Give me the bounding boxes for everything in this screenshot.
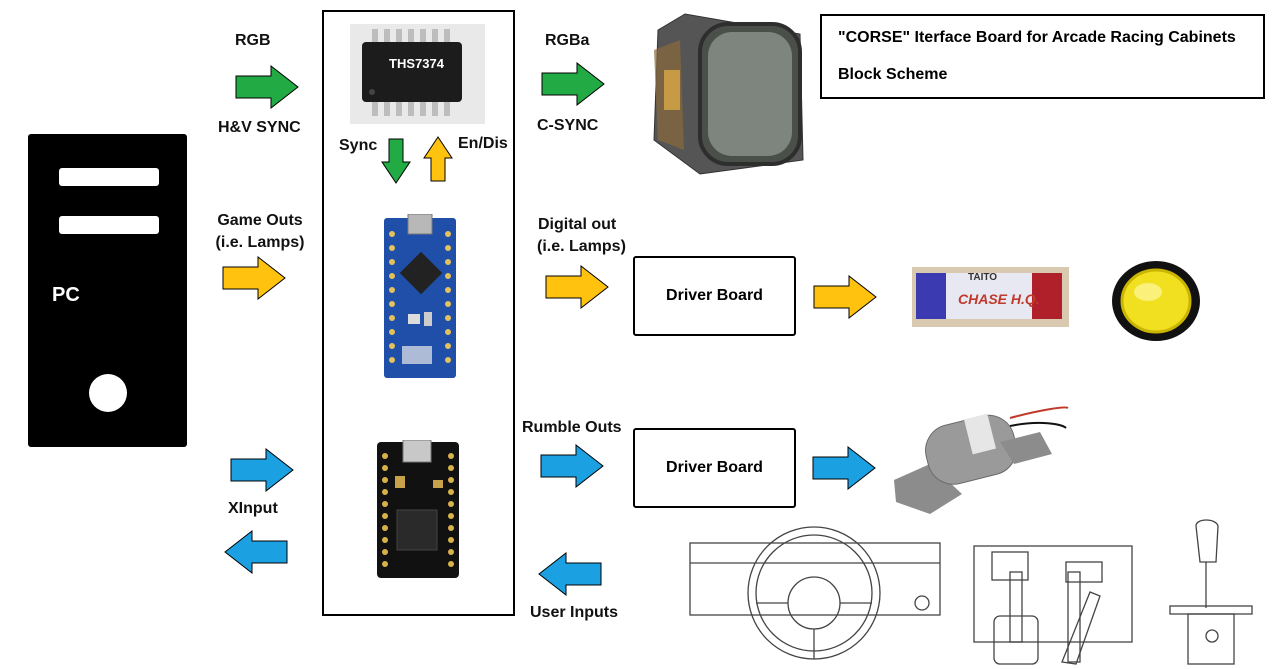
crt-monitor-icon xyxy=(653,13,804,175)
diagram-subtitle: Block Scheme xyxy=(838,66,948,83)
chase-hq-marquee-icon xyxy=(912,267,1069,327)
diagram-title: "CORSE" Iterface Board for Arcade Racing… xyxy=(838,29,1236,46)
xinput-label: XInput xyxy=(228,500,278,517)
arduino-nano-board-icon xyxy=(384,214,456,378)
title-box: "CORSE" Iterface Board for Arcade Racing… xyxy=(820,14,1265,99)
c-sync-label: C-SYNC xyxy=(537,117,599,134)
ths7374-chip-icon xyxy=(350,24,485,124)
rumble-driver-arrow xyxy=(812,446,876,490)
sync-down-arrow xyxy=(381,138,411,184)
marquee-brand: TAITO xyxy=(968,272,998,283)
game-outs-arrow xyxy=(222,256,286,300)
rgb-label: RGB xyxy=(235,32,271,49)
xinput-out-arrow xyxy=(230,448,294,492)
gear-shifter-drawing-icon xyxy=(1169,519,1253,665)
game-outs-sublabel: (i.e. Lamps) xyxy=(215,234,305,251)
xinput-in-arrow xyxy=(224,530,288,574)
digital-out-sublabel: (i.e. Lamps) xyxy=(537,238,626,255)
arcade-button-icon xyxy=(1112,261,1200,341)
user-inputs-arrow xyxy=(538,552,602,596)
drive-bay-1 xyxy=(59,168,159,186)
chip-label: THS7374 xyxy=(389,56,444,71)
rgb-input-arrow xyxy=(235,65,299,109)
pc-label: PC xyxy=(52,284,80,306)
en-dis-label: En/Dis xyxy=(458,135,508,152)
rumble-outs-label: Rumble Outs xyxy=(522,419,622,436)
rumble-outs-arrow xyxy=(540,444,604,488)
rumble-motor-icon xyxy=(894,406,1069,514)
sync-label: Sync xyxy=(339,137,378,154)
game-outs-label: Game Outs xyxy=(217,212,303,229)
steering-wheel-drawing-icon xyxy=(689,526,941,660)
digital-out-arrow xyxy=(545,265,609,309)
user-inputs-label: User Inputs xyxy=(530,604,619,621)
lamp-driver-board: Driver Board xyxy=(633,256,796,336)
rgba-label: RGBa xyxy=(545,32,590,49)
rumble-driver-board: Driver Board xyxy=(633,428,796,508)
digital-out-label: Digital out xyxy=(538,216,617,233)
marquee-title: CHASE H.Q. xyxy=(958,291,1040,307)
pedals-drawing-icon xyxy=(973,545,1133,665)
lamp-driver-arrow xyxy=(813,275,877,319)
power-button-icon xyxy=(89,374,127,412)
rgba-output-arrow xyxy=(541,62,605,106)
en-dis-up-arrow xyxy=(423,136,453,182)
pro-micro-board-icon xyxy=(377,440,459,578)
hv-sync-label: H&V SYNC xyxy=(218,119,301,136)
pc-tower: PC xyxy=(28,134,187,447)
drive-bay-2 xyxy=(59,216,159,234)
